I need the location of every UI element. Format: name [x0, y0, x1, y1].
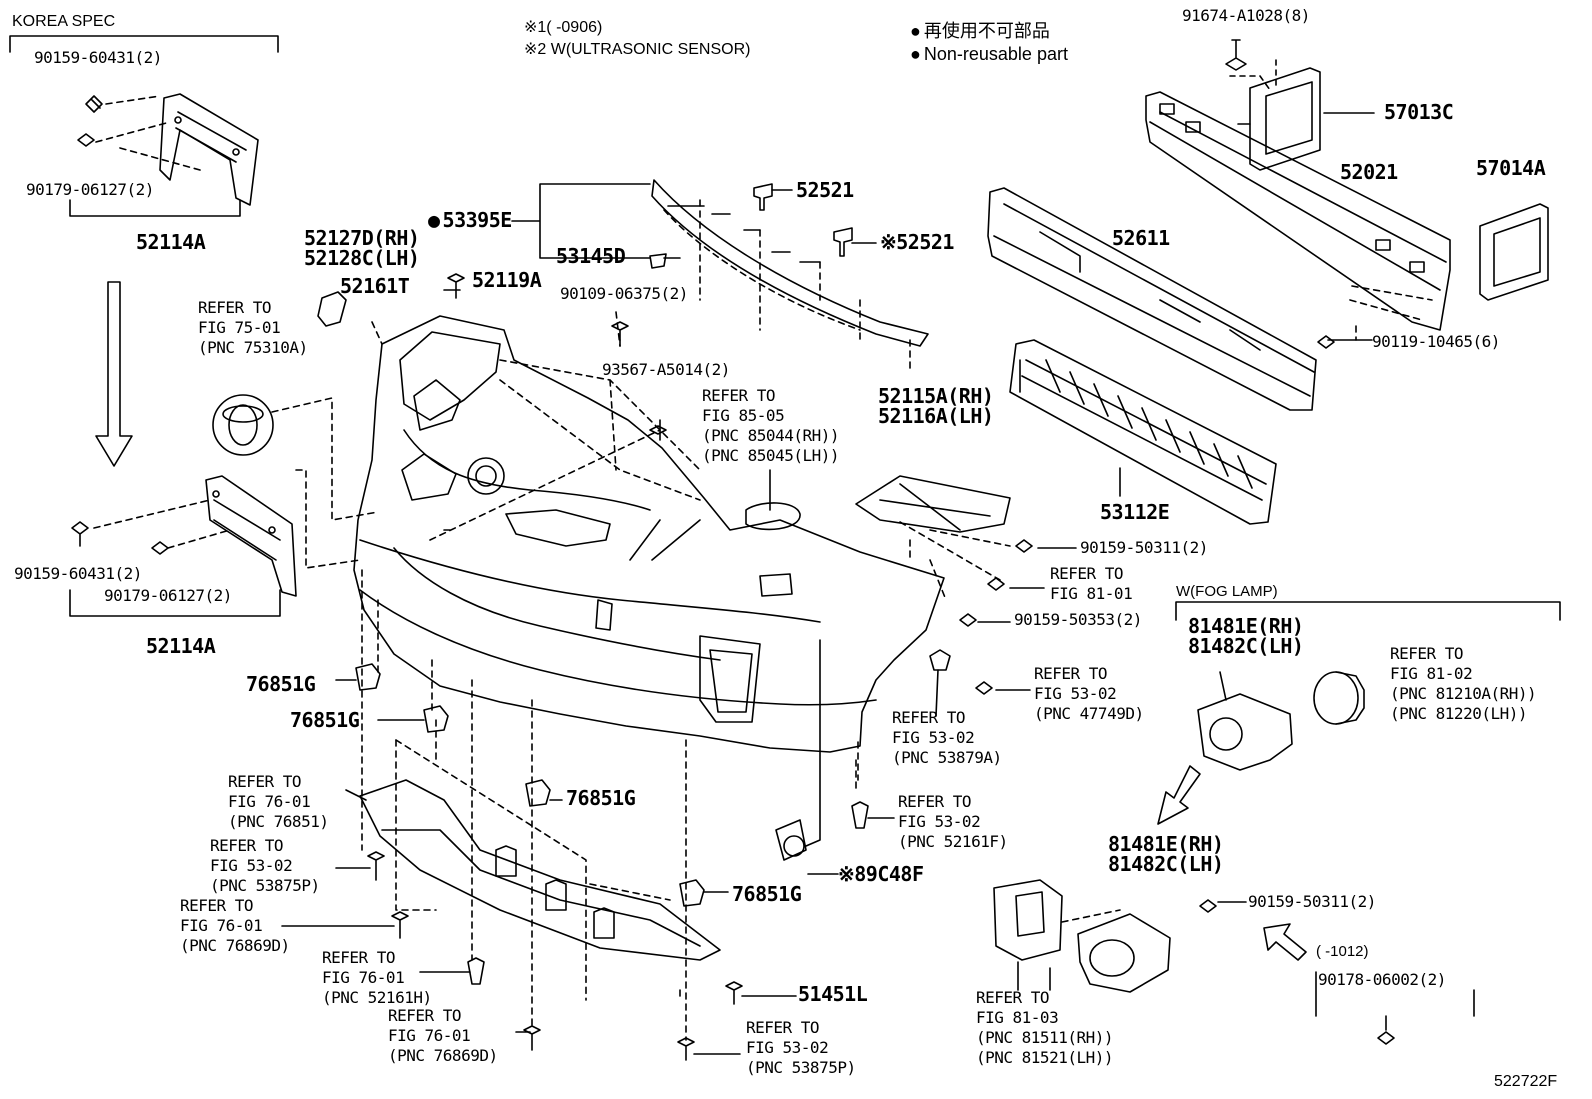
- leader-52114a-top: [69, 199, 241, 217]
- legend-jp: 再使用不可部品: [910, 22, 1050, 40]
- part-90159-50353: 90159-50353(2): [1014, 610, 1142, 629]
- part-52114a-top: 52114A: [136, 230, 206, 254]
- bracket-57014a: [1479, 203, 1549, 301]
- part-89c48f: 89C48F: [838, 864, 924, 884]
- part-52611: 52611: [1112, 226, 1170, 250]
- leader-90178: [1315, 971, 1475, 1017]
- part-51451l: 51451L: [798, 982, 868, 1006]
- part-81481e-bottom: 81481E(RH): [1108, 832, 1224, 856]
- bumper-cover: [353, 315, 945, 753]
- part-81481e-top: 81481E(RH): [1188, 614, 1304, 638]
- part-90179-06127-top: 90179-06127(2): [26, 180, 154, 199]
- part-52521-a: 52521: [796, 178, 854, 202]
- undercover: [359, 779, 721, 961]
- part-81482c-bottom: 81482C(LH): [1108, 852, 1224, 876]
- part-52119a: 52119A: [472, 268, 542, 292]
- arrow-down-icon: [95, 281, 133, 467]
- fog-lamp-bulb: [1313, 671, 1365, 725]
- korea-spec-bracket: [9, 35, 279, 53]
- bracket-57013c: [1229, 59, 1321, 171]
- absorber-52611: [987, 187, 1317, 411]
- arrow-down-left-icon: [1157, 765, 1201, 825]
- part-76851g-1: 76851G: [246, 672, 316, 696]
- part-52116a: 52116A(LH): [878, 404, 994, 428]
- leader-lines: [281, 112, 1387, 1055]
- fog-lamp-bracket: [1175, 601, 1561, 621]
- part-52128c: 52128C(LH): [304, 246, 420, 270]
- part-52021: 52021: [1340, 160, 1398, 184]
- part-90159-50311-b: 90159-50311(2): [1248, 892, 1376, 911]
- note-1012: ( -1012): [1316, 943, 1369, 960]
- legend-en: Non-reusable part: [910, 45, 1068, 63]
- part-57014a: 57014A: [1476, 156, 1546, 180]
- part-57013c: 57013C: [1384, 100, 1454, 124]
- part-76851g-3: 76851G: [566, 786, 636, 810]
- part-90109-06375: 90109-06375(2): [560, 284, 688, 303]
- note-2: ※2 W(ULTRASONIC SENSOR): [524, 41, 751, 58]
- reinforcement-52021: [1145, 91, 1451, 331]
- part-90178-06002: 90178-06002(2): [1318, 970, 1446, 989]
- upper-retainer: [651, 179, 929, 369]
- part-90119-10465: 90119-10465(6): [1372, 332, 1500, 351]
- part-90159-50311-a: 90159-50311(2): [1080, 538, 1208, 557]
- part-76851g-4: 76851G: [732, 882, 802, 906]
- lower-grille-53112e: [1009, 339, 1277, 525]
- part-81482c-top: 81482C(LH): [1188, 634, 1304, 658]
- part-76851g-2: 76851G: [290, 708, 360, 732]
- arrow-up-left-icon: [1263, 923, 1307, 961]
- fog-lamp-label: W(FOG LAMP): [1176, 583, 1278, 600]
- part-90159-60431-top: 90159-60431(2): [34, 48, 162, 67]
- part-93567-a5014: 93567-A5014(2): [602, 360, 730, 379]
- side-retainer: [855, 475, 1011, 581]
- license-bracket-top: [69, 93, 259, 217]
- korea-spec-label: KOREA SPEC: [12, 13, 116, 30]
- diagram-code: 522722F: [1494, 1073, 1558, 1090]
- fog-lamp-bottom: [993, 879, 1171, 993]
- part-52127d: 52127D(RH): [304, 226, 420, 250]
- part-52115a: 52115A(RH): [878, 384, 994, 408]
- part-90179-06127-mid: 90179-06127(2): [104, 586, 232, 605]
- part-52161t: 52161T: [340, 274, 410, 298]
- fog-lamp-housing-top: [1197, 671, 1293, 771]
- part-53395e: 53395E: [428, 210, 513, 230]
- part-52521-b: 52521: [880, 232, 954, 252]
- part-52114a-mid: 52114A: [146, 634, 216, 658]
- fasteners: [317, 39, 1395, 1061]
- license-bracket-mid: [69, 469, 361, 617]
- part-90159-60431-mid: 90159-60431(2): [14, 564, 142, 583]
- part-53145d: 53145D: [556, 244, 626, 268]
- part-91674-a1028: 91674-A1028(8): [1182, 6, 1310, 25]
- note-1: ※1( -0906): [524, 19, 603, 36]
- emblem: [212, 394, 379, 521]
- part-53112e: 53112E: [1100, 500, 1170, 524]
- ultrasonic-sensor: [775, 819, 807, 861]
- alignment-lines: [361, 285, 1433, 1041]
